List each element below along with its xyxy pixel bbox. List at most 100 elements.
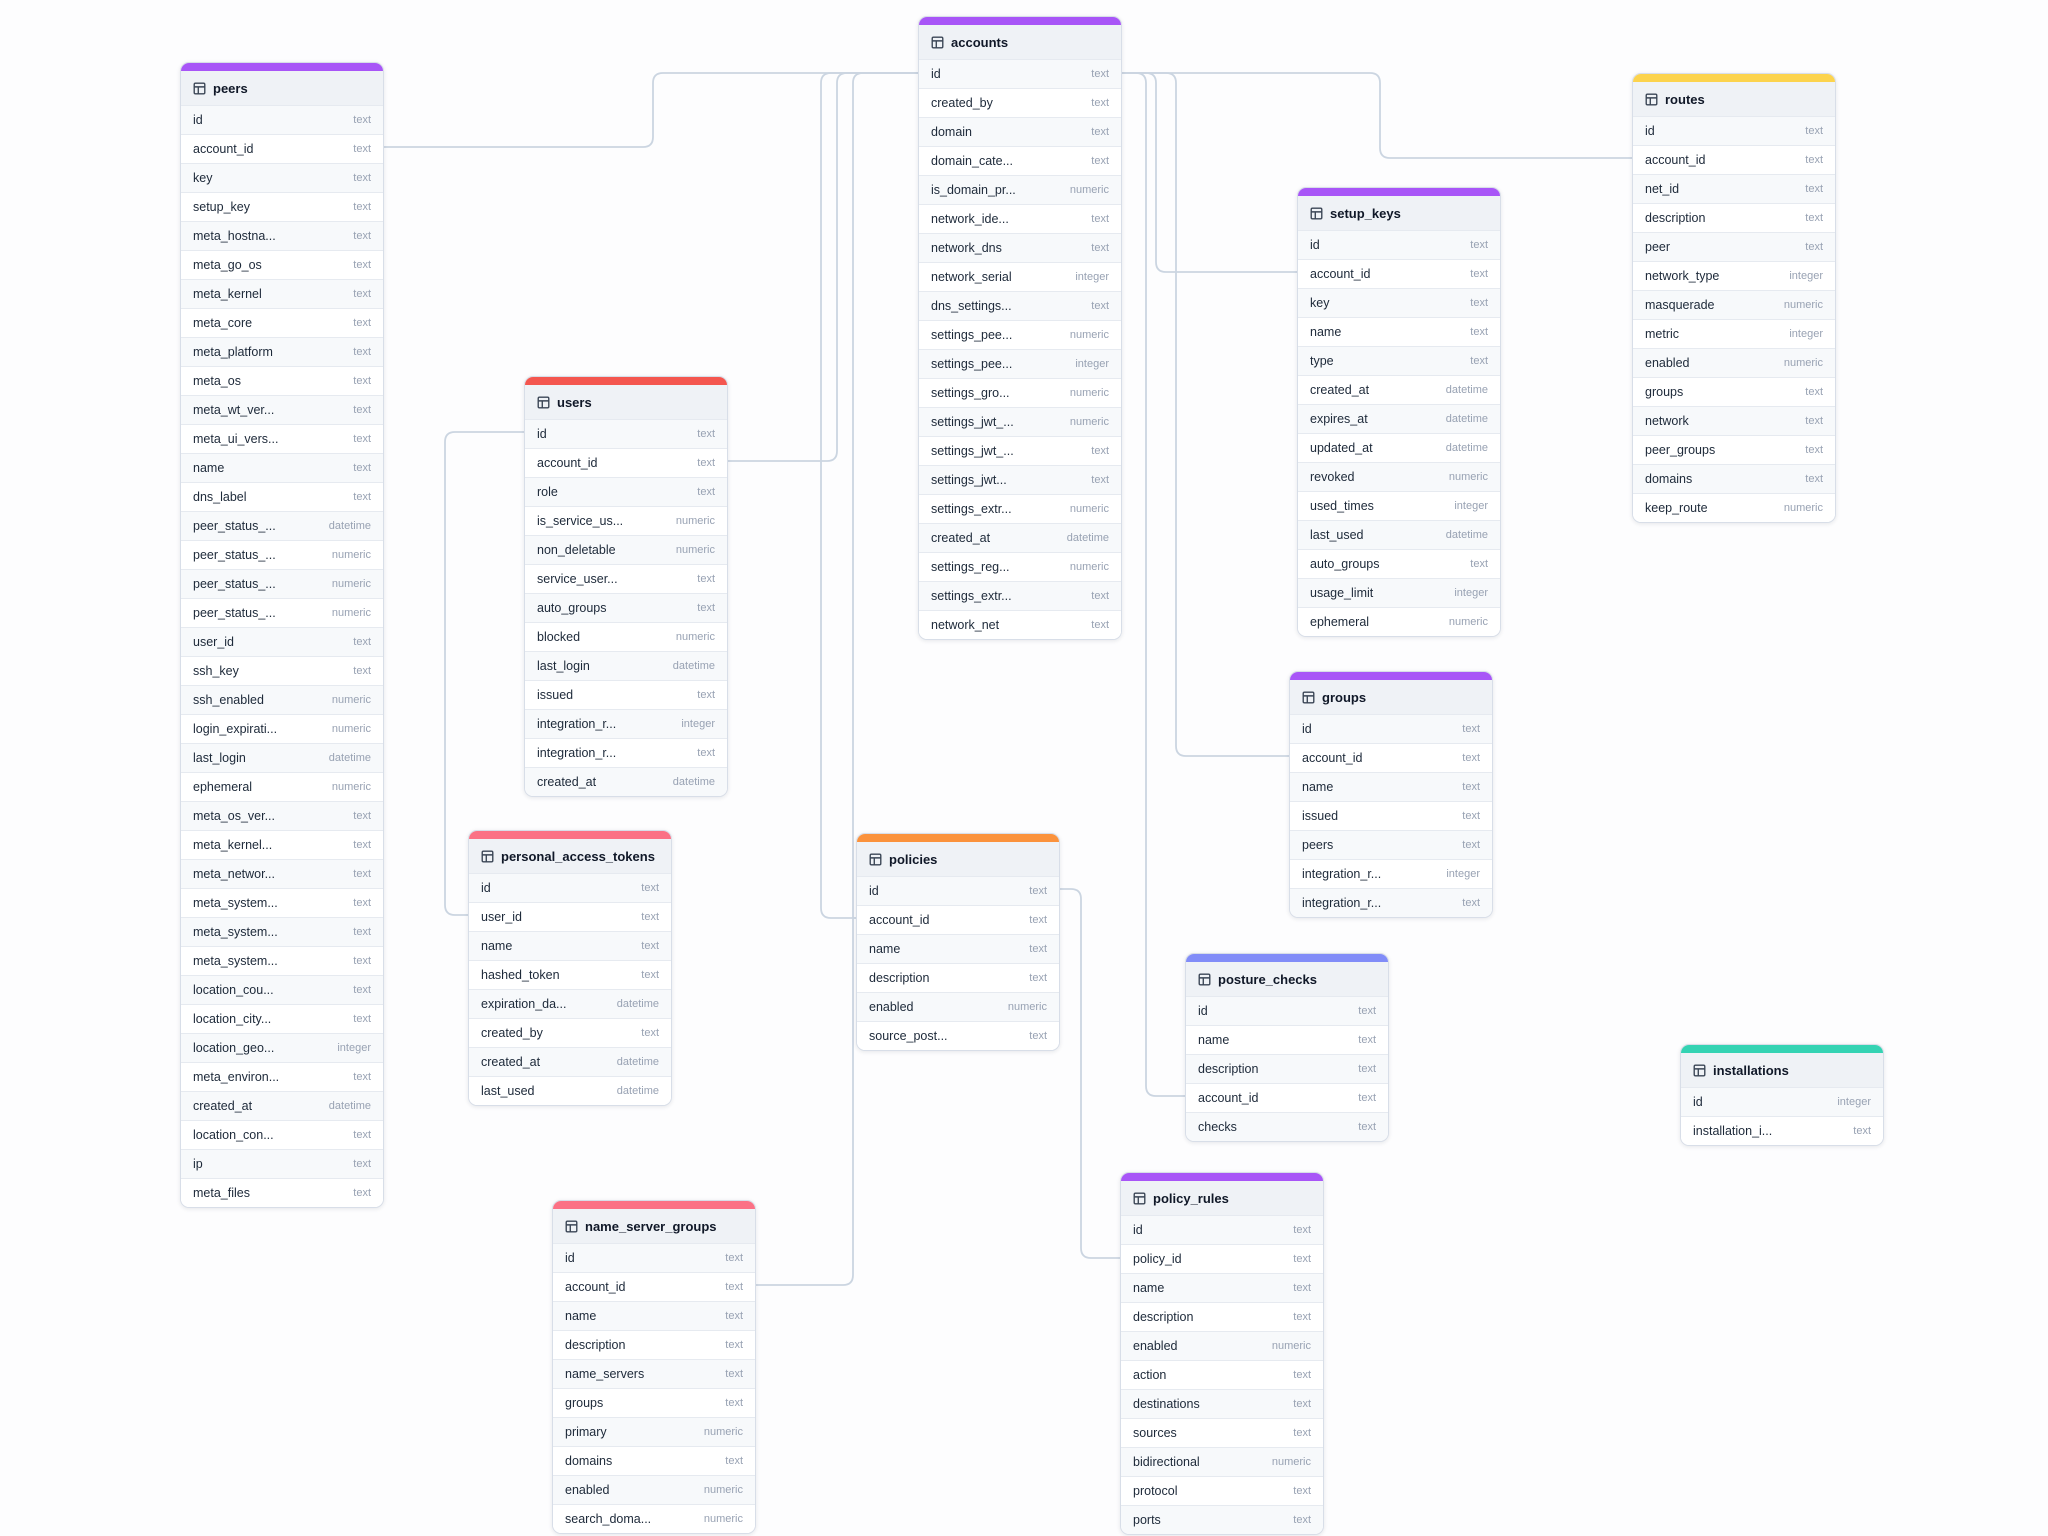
field-row[interactable]: installation_i...text <box>1681 1116 1883 1145</box>
table-header[interactable]: installations <box>1681 1053 1883 1087</box>
field-row[interactable]: peer_status_...numeric <box>181 598 383 627</box>
table-header[interactable]: policies <box>857 842 1059 876</box>
field-row[interactable]: meta_networ...text <box>181 859 383 888</box>
field-row[interactable]: peer_status_...numeric <box>181 569 383 598</box>
field-row[interactable]: meta_hostna...text <box>181 221 383 250</box>
field-row[interactable]: source_post...text <box>857 1021 1059 1050</box>
field-row[interactable]: integration_r...integer <box>525 709 727 738</box>
field-row[interactable]: network_ide...text <box>919 204 1121 233</box>
field-row[interactable]: integration_r...text <box>1290 888 1492 917</box>
table-header[interactable]: posture_checks <box>1186 962 1388 996</box>
table-header[interactable]: routes <box>1633 82 1835 116</box>
field-row[interactable]: settings_jwt...text <box>919 465 1121 494</box>
table-header[interactable]: groups <box>1290 680 1492 714</box>
field-row[interactable]: settings_extr...text <box>919 581 1121 610</box>
field-row[interactable]: expiration_da...datetime <box>469 989 671 1018</box>
field-row[interactable]: settings_gro...numeric <box>919 378 1121 407</box>
field-row[interactable]: meta_wt_ver...text <box>181 395 383 424</box>
field-row[interactable]: meta_environ...text <box>181 1062 383 1091</box>
field-row[interactable]: settings_jwt_...text <box>919 436 1121 465</box>
field-row[interactable]: login_expirati...numeric <box>181 714 383 743</box>
field-row[interactable]: settings_reg...numeric <box>919 552 1121 581</box>
field-row[interactable]: meta_system...text <box>181 888 383 917</box>
field-row[interactable]: peer_status_...numeric <box>181 540 383 569</box>
table-header[interactable]: setup_keys <box>1298 196 1500 230</box>
field-row[interactable]: meta_kernel...text <box>181 830 383 859</box>
table-header[interactable]: users <box>525 385 727 419</box>
field-row[interactable]: location_city...text <box>181 1004 383 1033</box>
table-header[interactable]: name_server_groups <box>553 1209 755 1243</box>
field-row[interactable]: service_user...text <box>525 564 727 593</box>
relationship-line-policies-accounts[interactable] <box>820 72 918 919</box>
field-row[interactable]: integration_r...text <box>525 738 727 767</box>
relationship-line-routes-accounts[interactable] <box>1120 72 1632 159</box>
field-row[interactable]: domain_cate...text <box>919 146 1121 175</box>
field-row[interactable]: dns_settings...text <box>919 291 1121 320</box>
field-row[interactable]: location_geo...integer <box>181 1033 383 1062</box>
